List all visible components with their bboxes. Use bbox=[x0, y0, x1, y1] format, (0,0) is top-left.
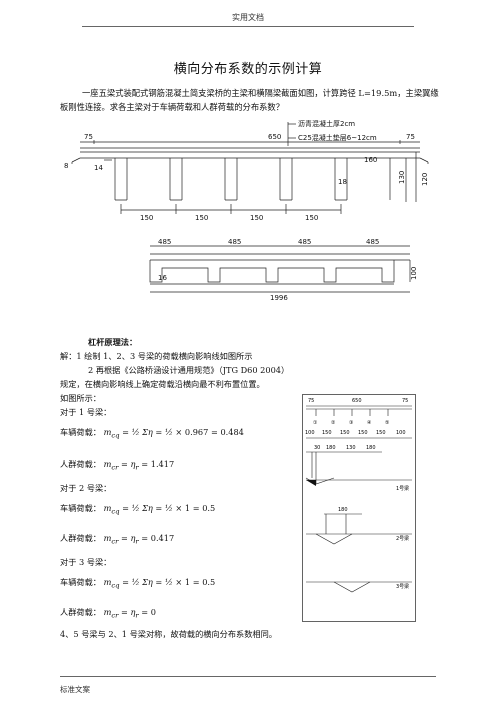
beam3-vehicle-eta: 1 bbox=[184, 577, 191, 587]
fig3-sp-6: 100 bbox=[396, 430, 406, 436]
dim-120: 120 bbox=[421, 173, 429, 186]
problem-statement: 一座五梁式装配式钢筋混凝土简支梁桥的主梁和横隔梁截面如图，计算跨径 L=19.5… bbox=[60, 86, 440, 114]
spacing-2: 150 bbox=[195, 214, 208, 222]
beam2-vehicle-label: 车辆荷载： bbox=[60, 503, 101, 513]
fig3-dim-left: 75 bbox=[308, 398, 314, 404]
spacing-3: 150 bbox=[250, 214, 263, 222]
beam1-vehicle-eta: 0.967 bbox=[184, 427, 209, 437]
wheel1-c: 130 bbox=[346, 445, 356, 451]
beam2-vehicle-result: 0.5 bbox=[202, 503, 216, 513]
beam2-vehicle: 车辆荷载： mcq = ½ Ση = ½ × 1 = 0.5 bbox=[60, 503, 216, 516]
dim-8: 8 bbox=[64, 162, 68, 170]
conclusion: 4、5 号梁与 2、1 号梁对称，故荷载的横向分布系数相同。 bbox=[60, 629, 277, 639]
fig3-dim-middle: 650 bbox=[352, 398, 362, 404]
step-2-cont: 规定，在横向影响线上确定荷载沿横向最不利布置位置。 bbox=[60, 379, 265, 389]
beam1-crowd-result: 1.417 bbox=[150, 459, 175, 469]
dim-485-3: 485 bbox=[298, 238, 311, 246]
beam2-crowd-label: 人群荷载： bbox=[60, 533, 101, 543]
beam1-crowd: 人群荷载： mcr = ηr = 1.417 bbox=[60, 459, 175, 472]
beam1-heading: 对于 1 号梁： bbox=[60, 407, 112, 417]
girder-1: ① bbox=[313, 420, 318, 426]
dim-1996: 1996 bbox=[270, 294, 288, 302]
beam3-vehicle-label: 车辆荷载： bbox=[60, 577, 101, 587]
beam3-crowd-result: 0 bbox=[150, 607, 156, 617]
footer-rule bbox=[60, 676, 436, 677]
step-2: 2 再根据《公路桥涵设计通用规范》（JTG D60 2004） bbox=[88, 365, 290, 375]
header-rule bbox=[82, 26, 414, 27]
spacing-1: 150 bbox=[140, 214, 153, 222]
beam3-crowd: 人群荷载： mcr = ηr = 0 bbox=[60, 607, 156, 620]
beam3-vehicle-result: 0.5 bbox=[202, 577, 216, 587]
beam2-vehicle-eta: 1 bbox=[184, 503, 191, 513]
label-beam3: 3号梁 bbox=[396, 583, 409, 590]
step-2-see: 如图所示： bbox=[60, 393, 101, 403]
influence-line-figure: 75 650 75 ① ② ③ ④ ⑤ 100 150 150 150 150 … bbox=[302, 394, 416, 622]
dim-left: 75 bbox=[84, 133, 93, 141]
fig3-sp-3: 150 bbox=[340, 430, 350, 436]
dim-485-4: 485 bbox=[366, 238, 379, 246]
beam1-crowd-label: 人群荷载： bbox=[60, 459, 101, 469]
spacing-4: 150 bbox=[305, 214, 318, 222]
dim-485-2: 485 bbox=[228, 238, 241, 246]
wheel1-a: 30 bbox=[314, 445, 320, 451]
dim-14: 14 bbox=[94, 164, 103, 172]
girder-3: ③ bbox=[349, 420, 353, 426]
beam1-vehicle: 车辆荷载： mcq = ½ Ση = ½ × 0.967 = 0.484 bbox=[60, 427, 244, 440]
beam2-heading: 对于 2 号梁： bbox=[60, 483, 112, 493]
dim-100: 100 bbox=[410, 267, 418, 280]
fig3-sp-1: 100 bbox=[305, 430, 315, 436]
beam2-crowd-result: 0.417 bbox=[150, 533, 175, 543]
wheel2: 180 bbox=[338, 507, 348, 513]
dim-485-1: 485 bbox=[158, 238, 171, 246]
cross-section-figure: 沥青混凝土厚2cm C25混凝土垫层6~12cm 75 650 75 160 1… bbox=[64, 119, 429, 222]
dim-18: 18 bbox=[338, 178, 347, 186]
fig3-sp-4: 150 bbox=[358, 430, 368, 436]
diaphragm-figure: 485 485 485 485 100 16 1996 bbox=[149, 238, 418, 302]
dim-130: 130 bbox=[398, 171, 406, 184]
page-header: 实用文档 bbox=[232, 13, 264, 22]
step-1: 解：1 绘制 1、2、3 号梁的荷载横向影响线如图所示 bbox=[60, 351, 253, 361]
beam2-crowd: 人群荷载： mcr = ηr = 0.417 bbox=[60, 533, 175, 546]
girder-4: ④ bbox=[367, 420, 372, 426]
beam3-crowd-label: 人群荷载： bbox=[60, 607, 101, 617]
page-title: 横向分布系数的示例计算 bbox=[173, 62, 323, 77]
beam3-heading: 对于 3 号梁： bbox=[60, 557, 112, 567]
problem-text: 一座五梁式装配式钢筋混凝土简支梁桥的主梁和横隔梁截面如图，计算跨径 L=19.5… bbox=[60, 88, 439, 112]
label-beam1: 1号梁 bbox=[396, 485, 409, 492]
page-footer: 标准文案 bbox=[60, 685, 90, 694]
fig3-sp-5: 150 bbox=[376, 430, 386, 436]
method-heading: 杠杆原理法： bbox=[88, 337, 138, 347]
beam3-vehicle: 车辆荷载： mcq = ½ Ση = ½ × 1 = 0.5 bbox=[60, 577, 216, 590]
beam1-vehicle-result: 0.484 bbox=[220, 427, 244, 437]
girder-5: ⑤ bbox=[385, 420, 389, 426]
fig3-dim-right: 75 bbox=[402, 398, 408, 404]
dim-middle: 650 bbox=[268, 133, 281, 141]
wheel1-b: 180 bbox=[326, 445, 336, 451]
wheel1-d: 180 bbox=[366, 445, 376, 451]
fig3-sp-2: 150 bbox=[322, 430, 332, 436]
layer1-label: 沥青混凝土厚2cm bbox=[298, 119, 355, 128]
dim-160: 160 bbox=[364, 156, 377, 164]
label-beam2: 2号梁 bbox=[396, 535, 409, 542]
layer2-label: C25混凝土垫层6~12cm bbox=[298, 133, 377, 142]
dim-16: 16 bbox=[158, 274, 167, 282]
girder-2: ② bbox=[331, 420, 336, 426]
dim-right: 75 bbox=[406, 133, 415, 141]
beam1-vehicle-label: 车辆荷载： bbox=[60, 427, 101, 437]
